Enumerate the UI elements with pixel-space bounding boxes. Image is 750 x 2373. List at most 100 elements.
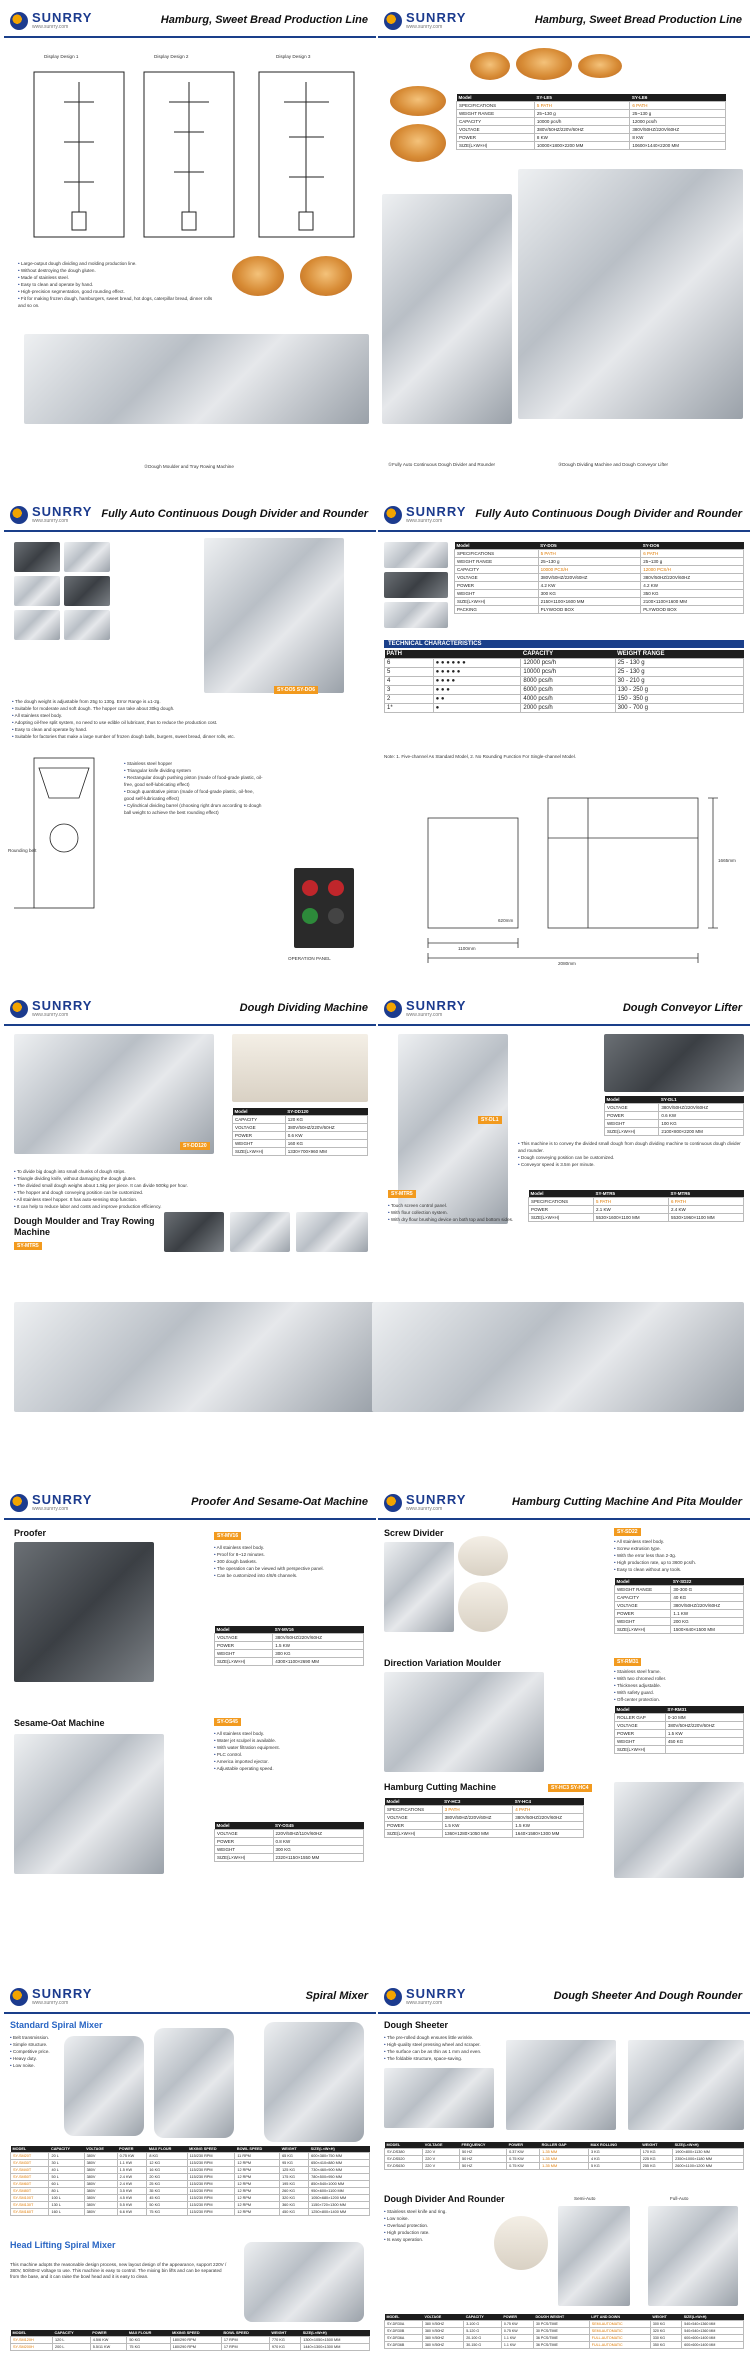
feature-item: Is easy operation. (384, 2236, 504, 2243)
page-3: SUNRRY www.sunrry.com Fully Auto Continu… (4, 498, 376, 988)
feature-item: Large-output dough dividing and molding … (18, 260, 218, 267)
brand-logo: SUNRRY www.sunrry.com (10, 504, 114, 526)
layout-diagram-1 (33, 71, 125, 238)
dimension-label: 1100mm (458, 946, 476, 951)
logo-mark-icon (10, 506, 28, 524)
layout-diagrams (33, 71, 355, 238)
sheeter-photo (628, 2040, 744, 2130)
conveyor-lifter-photo (518, 169, 743, 419)
feature-item: This machine is to convey the divided sm… (518, 1140, 744, 1154)
dough-ball-photo (494, 2216, 548, 2270)
feature-item: Suitable for moderate and soft dough. Th… (12, 705, 362, 712)
pita-photo (458, 1582, 508, 1632)
brand-logo: SUNRRY www.sunrry.com (10, 1986, 114, 2008)
full-auto-rounder-photo (648, 2206, 738, 2306)
mixer-photo (64, 2036, 144, 2136)
page-title: Proofer And Sesame-Oat Machine (191, 1496, 368, 1508)
feature-item: Conveyor speed is 3.5m per minute. (518, 1161, 744, 1168)
brand-name: SUNRRY (406, 10, 467, 25)
feature-item: Water jet sculpel is available. (214, 1737, 370, 1744)
part-item: Rectangular dough pushing piston (made o… (124, 774, 264, 788)
page-7: SUNRRY www.sunrry.com Proofer And Sesame… (4, 1486, 376, 1976)
page-5: SUNRRY www.sunrry.com Dough Dividing Mac… (4, 992, 376, 1482)
feature-list: Touch screen control panel. With flour c… (388, 1202, 528, 1223)
feature-item: All stainless steel body. (12, 712, 362, 719)
page-header: SUNRRY www.sunrry.com Hamburg, Sweet Bre… (378, 4, 750, 38)
cutting-machine-photo (614, 1782, 744, 1878)
brand-name: SUNRRY (406, 1986, 467, 2001)
page-header: SUNRRY www.sunrry.com Fully Auto Continu… (4, 498, 376, 532)
path-dots: ● (432, 703, 522, 713)
feature-item: Low noise. (10, 2062, 70, 2069)
variant-label: Semi-Auto (574, 2196, 596, 2201)
feature-item: With dry flour brushing device on both t… (388, 1216, 528, 1223)
brand-name: SUNRRY (32, 1986, 93, 2001)
brand-url: www.sunrry.com (406, 24, 443, 30)
pita-photo (458, 1536, 508, 1576)
variant-label: Full-Auto (670, 2196, 689, 2201)
proofer-photo (14, 1542, 154, 1682)
sheeter-photo (506, 2040, 616, 2130)
brand-logo: SUNRRY www.sunrry.com (10, 10, 114, 32)
detail-photo (230, 1212, 290, 1252)
layout-diagram-2 (143, 71, 235, 238)
brand-name: SUNRRY (32, 998, 93, 1013)
brand-logo: SUNRRY www.sunrry.com (10, 1492, 114, 1514)
page-header: SUNRRY www.sunrry.com Fully Auto Continu… (378, 498, 750, 532)
page-header: SUNRRY www.sunrry.com Spiral Mixer (4, 1980, 376, 2014)
panel-label: OPERATION PANEL (288, 956, 331, 961)
feature-item: With safety guard. (614, 1689, 744, 1696)
brand-logo: SUNRRY www.sunrry.com (10, 998, 114, 1020)
feature-item: PLC control. (214, 1751, 370, 1758)
model-tag: SY-MTR5 (388, 1190, 416, 1198)
feature-item: Simple structure. (10, 2041, 70, 2048)
feature-item: All stainless steel body. (214, 1544, 370, 1551)
detail-photo (14, 576, 60, 606)
detail-photo (164, 1212, 224, 1252)
feature-item: With water filtration equipment. (214, 1744, 370, 1751)
detail-photo (604, 1034, 744, 1092)
display-label: Display Design 3 (276, 54, 311, 59)
page-header: SUNRRY www.sunrry.com Dough Dividing Mac… (4, 992, 376, 1026)
dimension-drawing (427, 797, 718, 963)
feature-list: Stainless steel knife and ring. Low nois… (384, 2208, 504, 2243)
logo-mark-icon (384, 1000, 402, 1018)
page-title: Spiral Mixer (305, 1990, 368, 2002)
dimension-label: 620mm (498, 918, 514, 923)
photo-caption: ②Dough Moulder and Tray Rowing Machine (144, 464, 234, 469)
brand-name: SUNRRY (32, 10, 93, 25)
feature-item: The foldable structure, space-saving. (384, 2055, 524, 2062)
feature-item: 300 dough baskets. (214, 1558, 370, 1565)
bun-photo (300, 256, 352, 296)
feature-item: With the error less than 2-3g. (614, 1552, 744, 1559)
model-tag: SY-MV16 (214, 1532, 242, 1540)
logo-mark-icon (384, 1988, 402, 2006)
machine-photo (204, 538, 344, 693)
path-dots: ● ● ● (432, 685, 522, 695)
conveyor-lifter-photo (398, 1034, 508, 1224)
bun-photo (232, 256, 284, 296)
feature-item: Thickness adjustable. (614, 1682, 744, 1689)
feature-item: The hopper and dough conveying position … (14, 1189, 314, 1196)
brand-url: www.sunrry.com (406, 1506, 443, 1512)
path-dots: ● ● ● ● ● (432, 667, 522, 677)
detail-photo (384, 572, 448, 598)
section-title: Dough Sheeter (384, 2020, 449, 2030)
